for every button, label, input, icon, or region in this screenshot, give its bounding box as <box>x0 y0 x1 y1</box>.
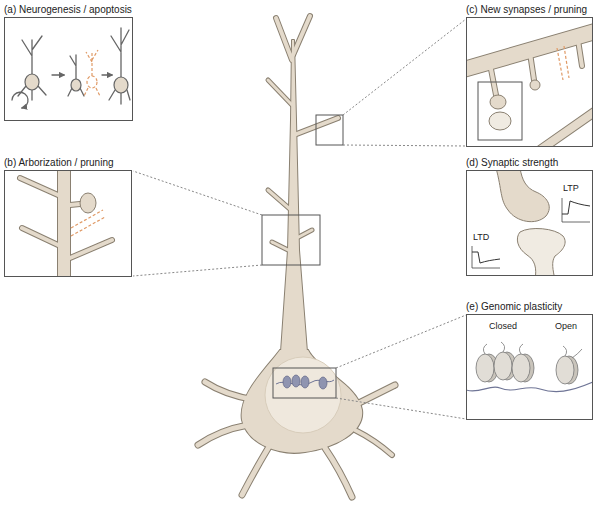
neuron-body <box>198 16 395 497</box>
panel-box: (c) New synapses / pruning <box>466 17 593 147</box>
neuron-outline <box>198 16 395 497</box>
chromatin-art <box>467 342 592 392</box>
panel-box: (b) Arborization / pruning <box>4 170 132 277</box>
panel-heading: (e) Genomic plasticity <box>466 301 562 313</box>
panel-label: LTP <box>563 183 579 194</box>
synaptic-strength-art <box>472 171 590 275</box>
panel-heading: (a) Neurogenesis / apoptosis <box>4 4 132 16</box>
panel-box: (d) Synaptic strengthLTDLTP <box>466 170 593 276</box>
neurogenesis-art <box>12 28 130 108</box>
zoom-markers <box>133 19 466 419</box>
panel-heading: (b) Arborization / pruning <box>4 157 114 169</box>
panel-heading: (d) Synaptic strength <box>466 157 558 169</box>
panel-label: LTD <box>473 232 489 243</box>
panel-heading: (c) New synapses / pruning <box>466 4 587 16</box>
arborization-art <box>20 171 112 276</box>
panel-box: (a) Neurogenesis / apoptosis <box>4 17 133 121</box>
panel-label: Closed <box>489 321 517 332</box>
panel-label: Open <box>555 321 577 332</box>
panel-box: (e) Genomic plasticityClosedOpen <box>466 314 593 420</box>
synapse-art <box>467 30 592 146</box>
